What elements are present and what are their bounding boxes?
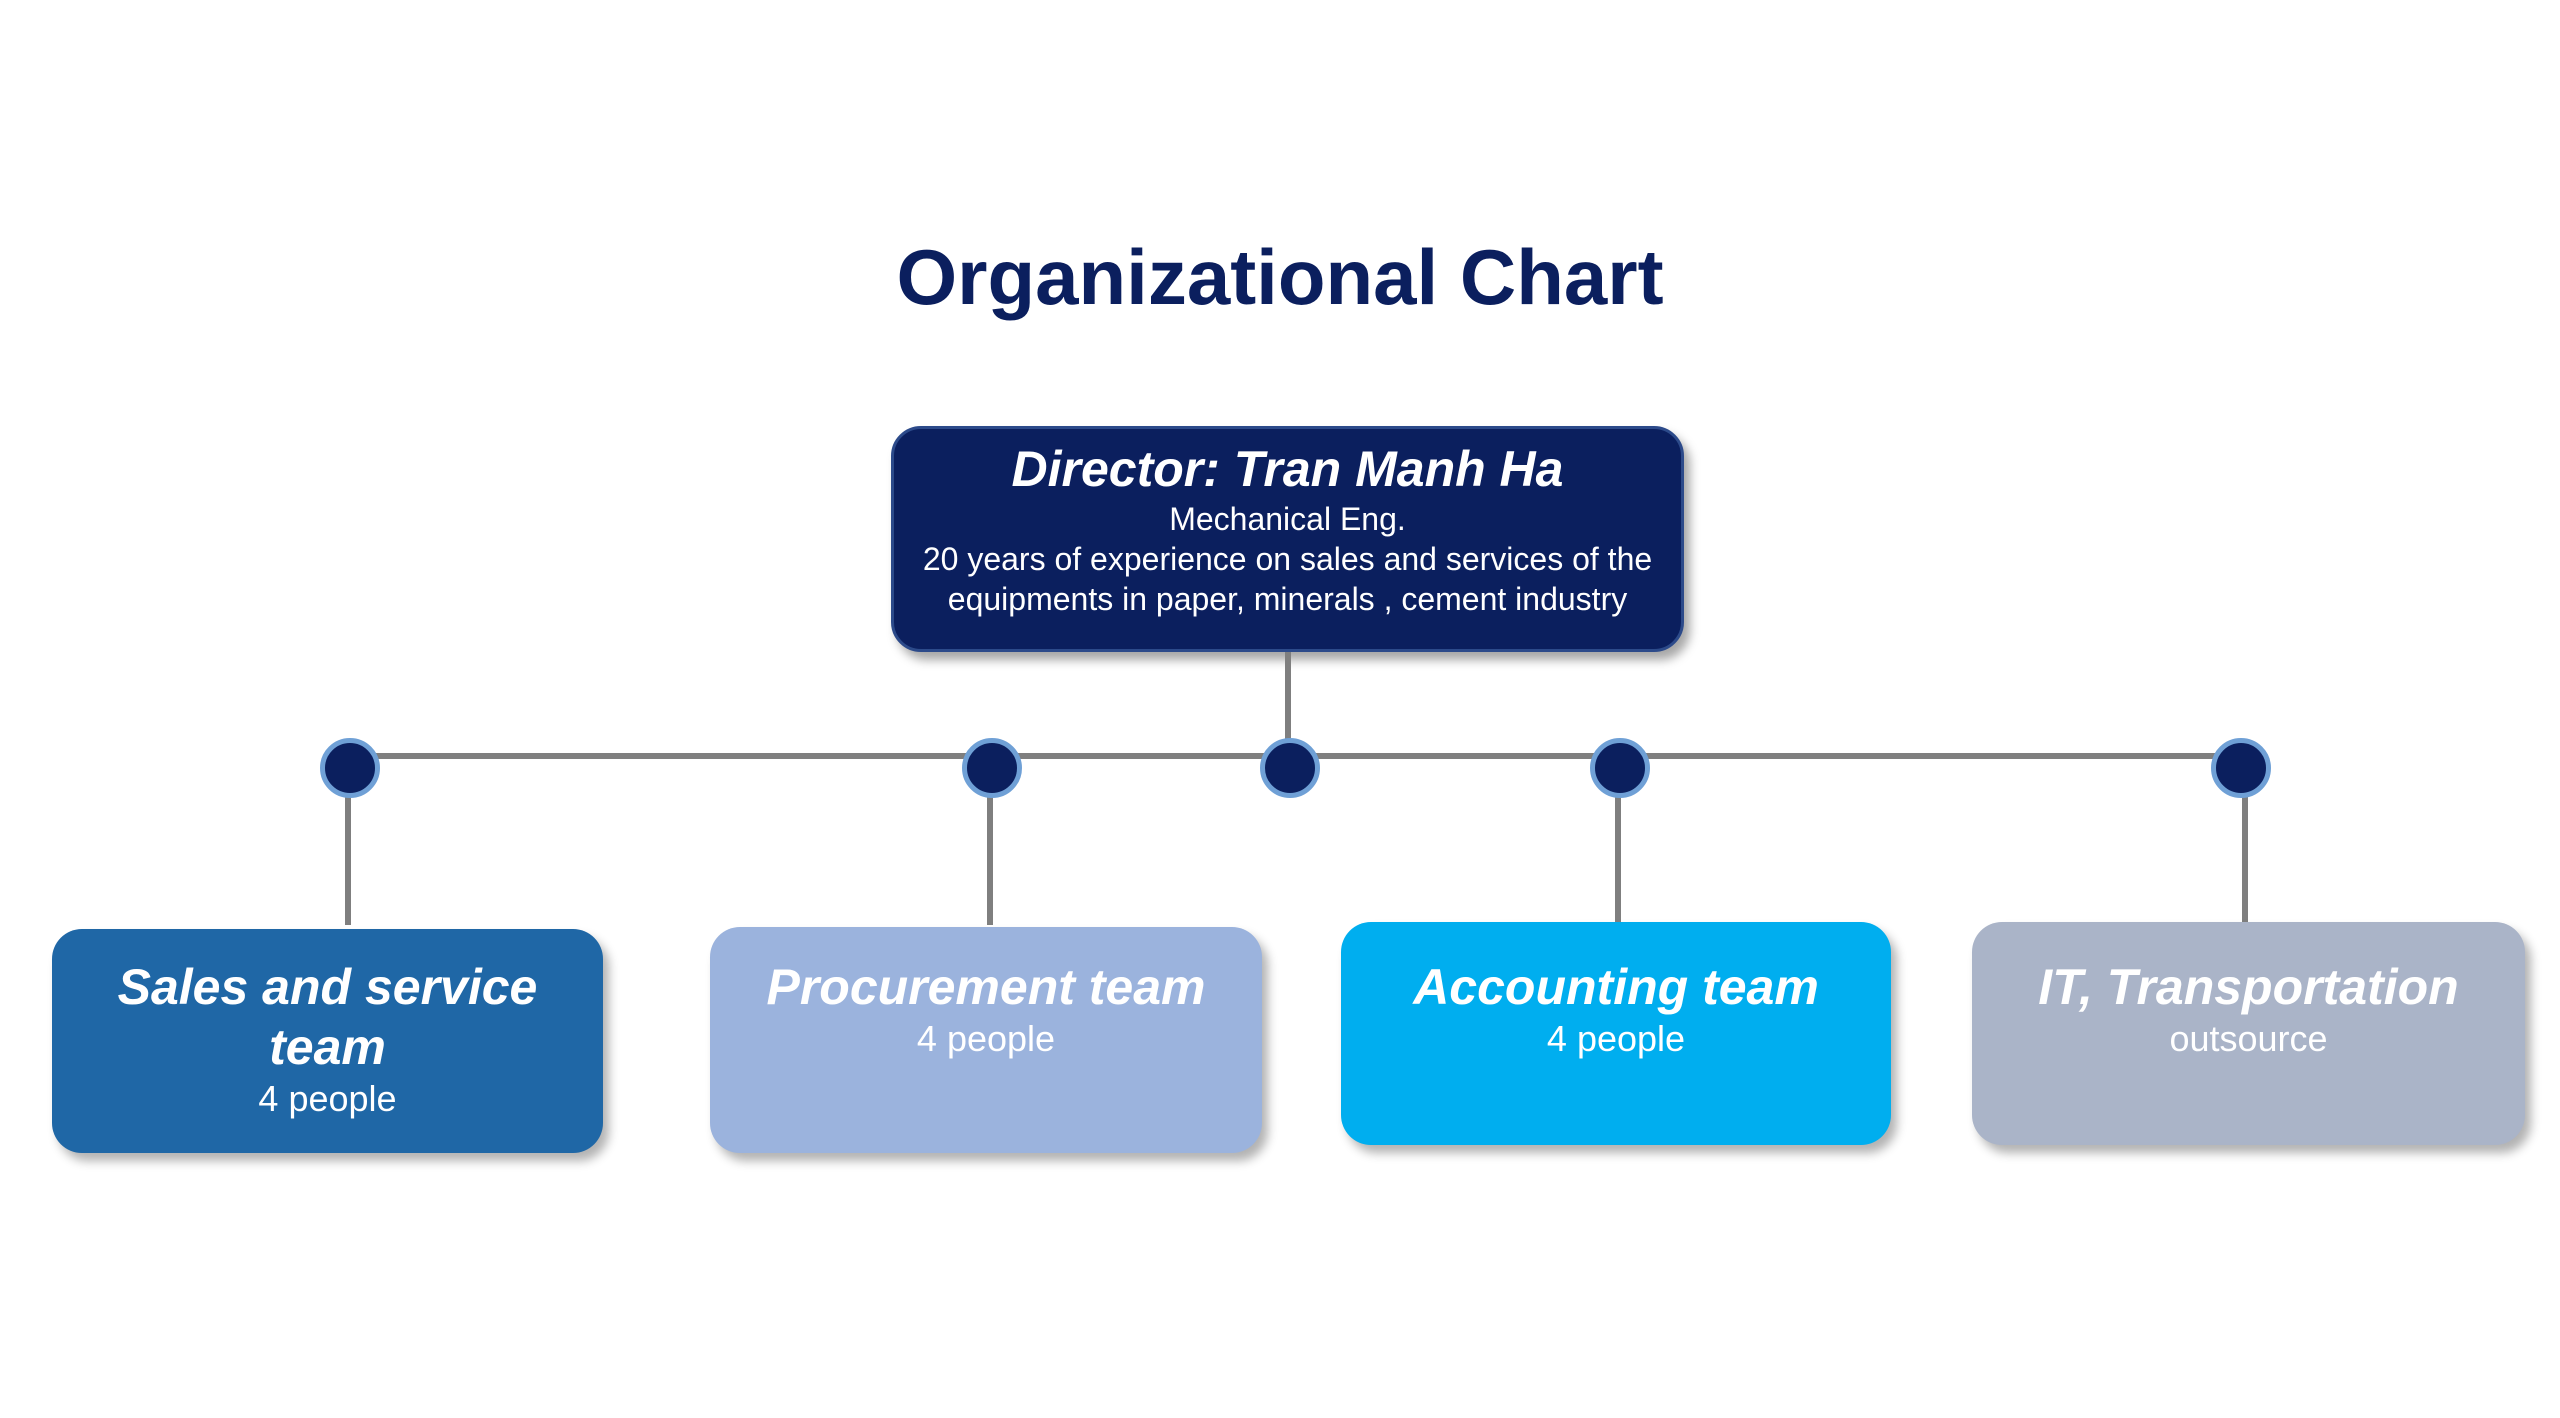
director-experience-2: equipments in paper, minerals , cement i… — [947, 581, 1628, 617]
director-name: Director: Tran Manh Ha — [1011, 441, 1564, 497]
team-name-line2: team — [269, 1019, 386, 1075]
team-size: 4 people — [1546, 1018, 1686, 1059]
node-dot — [1260, 738, 1320, 798]
team-name: Sales and service — [117, 959, 538, 1015]
team-size: outsource — [2169, 1018, 2328, 1059]
director-experience-1: 20 years of experience on sales and serv… — [922, 541, 1653, 577]
connector-director — [1285, 652, 1291, 762]
team-box-accounting: Accounting team 4 people — [1341, 922, 1891, 1145]
team-box-it: IT, Transportation outsource — [1972, 922, 2525, 1145]
team-name: IT, Transportation — [2038, 959, 2459, 1015]
director-degree: Mechanical Eng. — [1169, 501, 1406, 537]
node-dot — [1590, 738, 1650, 798]
team-box-sales: Sales and service team 4 people — [52, 929, 603, 1153]
director-box: Director: Tran Manh Ha Mechanical Eng. 2… — [891, 426, 1684, 652]
page-title: Organizational Chart — [896, 233, 1664, 321]
connector-it — [2242, 790, 2248, 922]
team-name: Procurement team — [766, 959, 1206, 1015]
connector-procurement — [987, 790, 993, 925]
connector-sales — [345, 790, 351, 925]
team-box-procurement: Procurement team 4 people — [710, 927, 1262, 1153]
node-dot — [2211, 738, 2271, 798]
connector-accounting — [1615, 790, 1621, 922]
node-dot — [320, 738, 380, 798]
team-size: 4 people — [258, 1078, 397, 1119]
team-name: Accounting team — [1413, 959, 1819, 1015]
node-dot — [962, 738, 1022, 798]
team-size: 4 people — [916, 1018, 1056, 1059]
